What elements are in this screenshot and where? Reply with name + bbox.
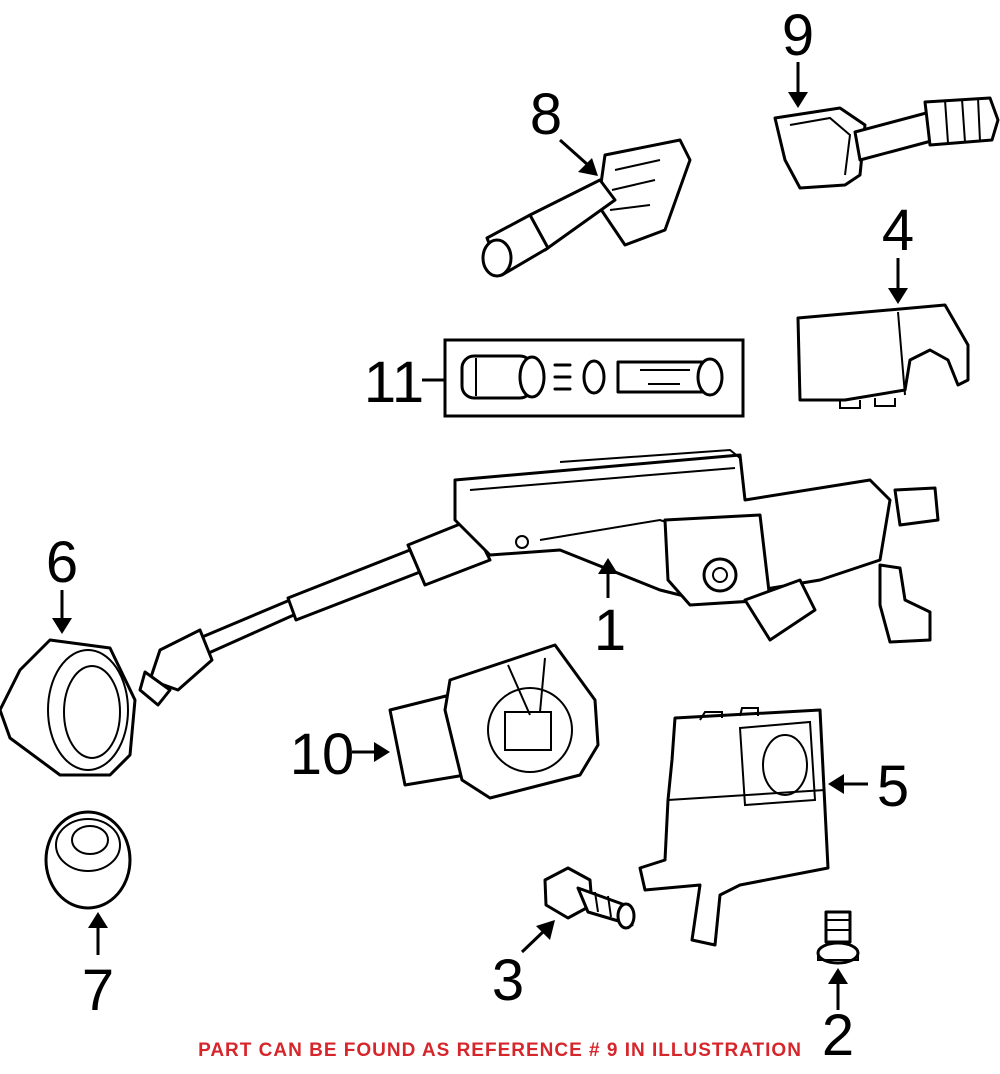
callout-7: 7: [82, 958, 114, 1023]
part-3-bolt[interactable]: [543, 866, 636, 930]
arrow-1: [598, 558, 618, 598]
callout-11: 11: [364, 350, 424, 415]
part-5-lower-cover[interactable]: [638, 707, 830, 947]
callout-9: 9: [782, 3, 814, 68]
part-9-switch[interactable]: [773, 96, 1000, 190]
callout-5: 5: [877, 754, 909, 819]
arrow-4: [888, 258, 908, 304]
arrow-5: [828, 774, 868, 794]
reference-note: PART CAN BE FOUND AS REFERENCE # 9 IN IL…: [198, 1040, 802, 1061]
callout-4: 4: [882, 198, 914, 263]
callout-6: 6: [46, 530, 78, 595]
arrow-6: [52, 590, 72, 634]
callout-2: 2: [822, 1003, 854, 1068]
part-1-steering-column[interactable]: [138, 448, 940, 707]
callout-10: 10: [290, 722, 355, 787]
callout-1: 1: [594, 598, 626, 663]
arrow-9: [788, 62, 808, 108]
arrow-3: [520, 920, 555, 954]
part-11-lock-kit[interactable]: [443, 338, 745, 418]
arrow-2: [828, 968, 848, 1010]
callout-3: 3: [492, 948, 524, 1013]
part-2-pin[interactable]: [816, 910, 860, 965]
callout-8: 8: [530, 82, 562, 147]
arrow-10: [352, 742, 390, 762]
arrow-7: [88, 912, 108, 955]
part-6-shroud[interactable]: [0, 638, 137, 777]
part-10-ignition-switch[interactable]: [388, 643, 600, 800]
part-8-switch[interactable]: [481, 138, 692, 278]
arrow-8: [559, 138, 598, 176]
part-7-cap[interactable]: [44, 810, 132, 910]
part-4-cover[interactable]: [796, 303, 970, 409]
